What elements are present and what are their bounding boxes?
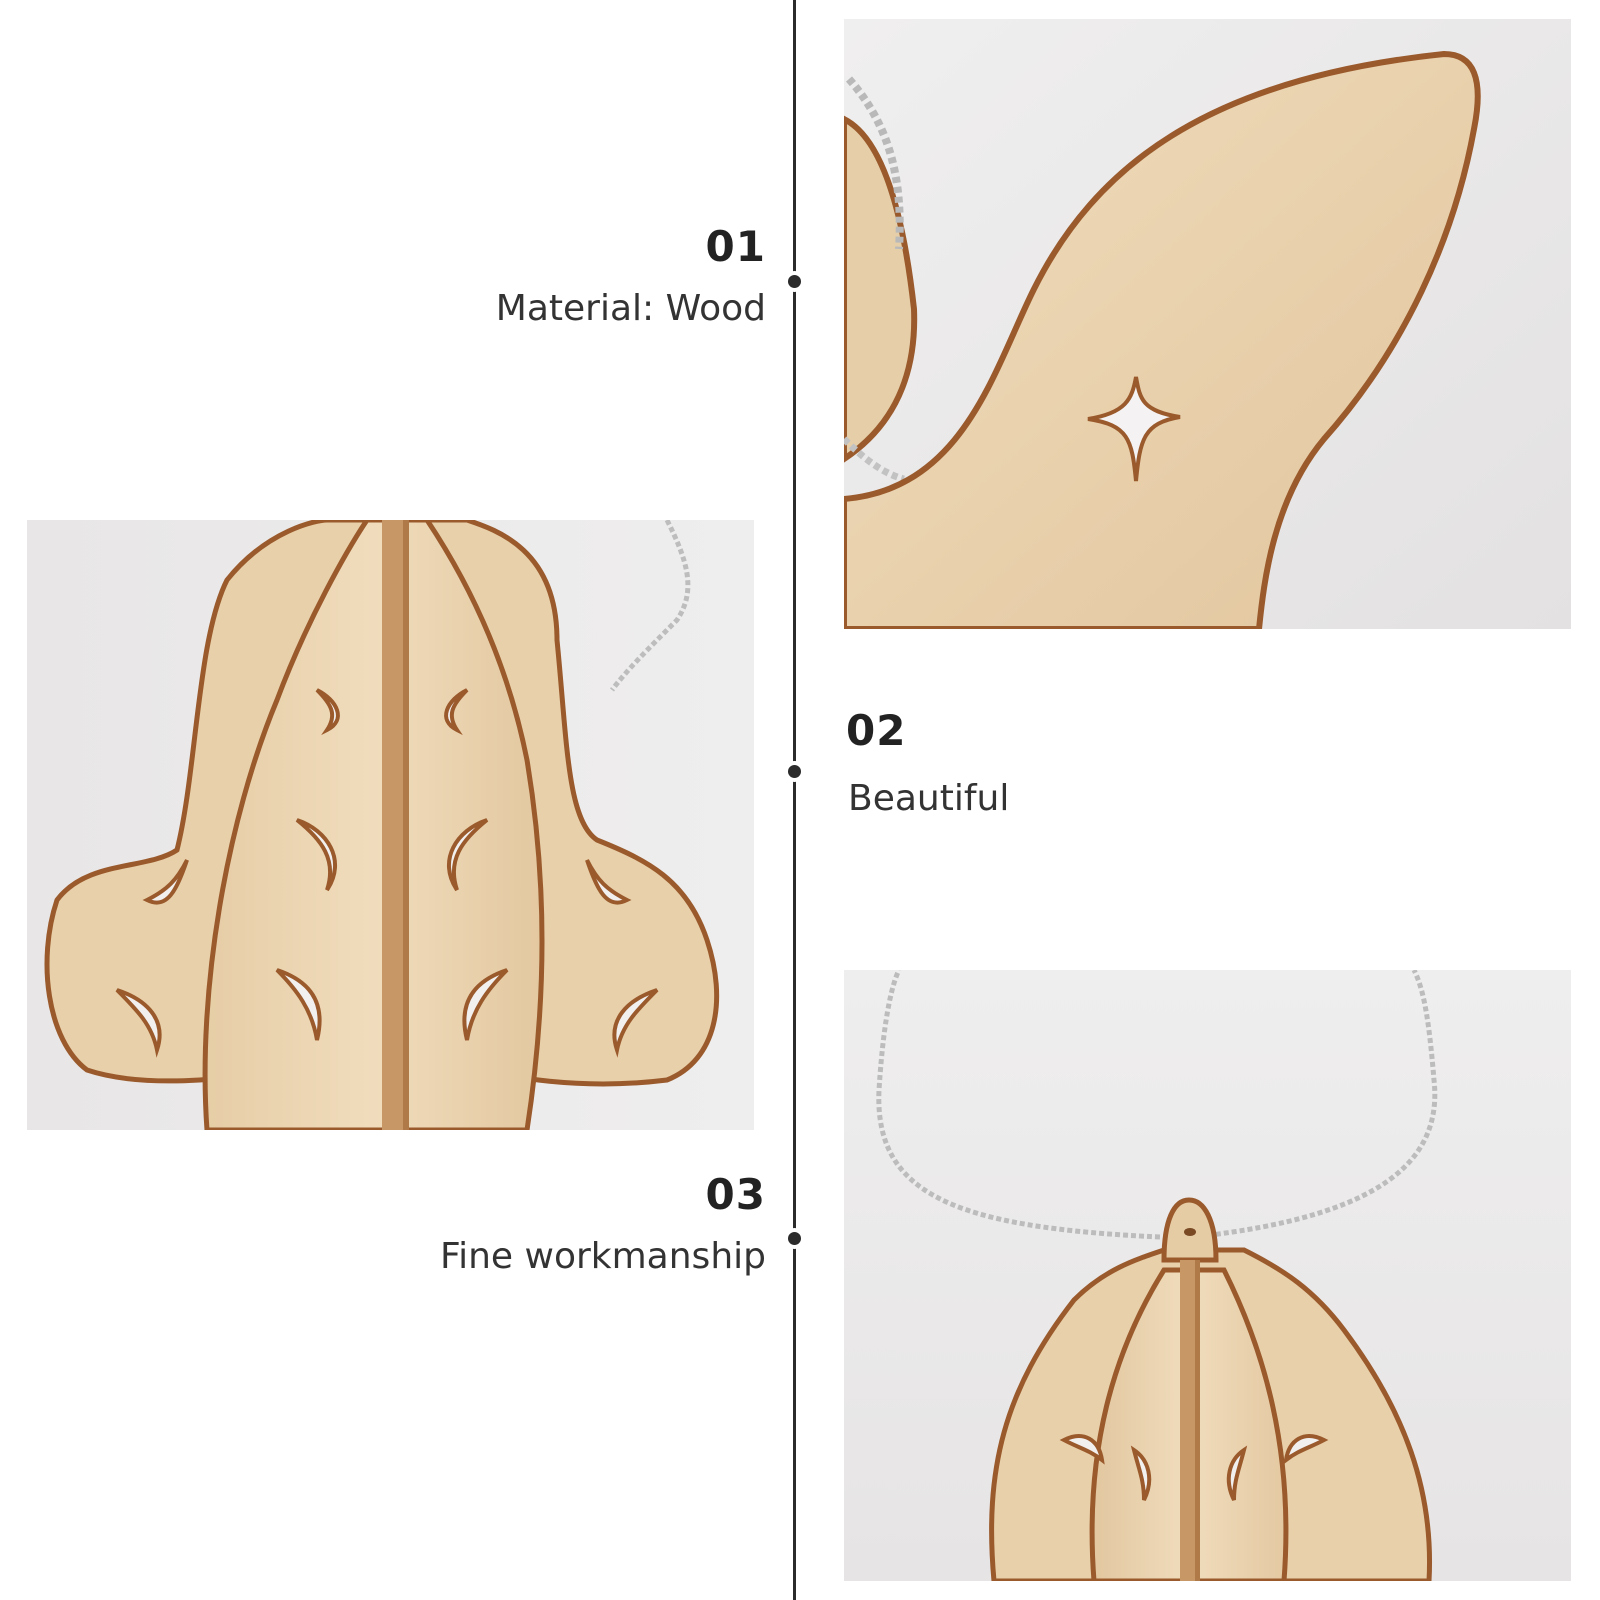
timeline-line [793, 0, 796, 1600]
timeline-dot-1 [784, 271, 805, 292]
step-3-label: Fine workmanship [440, 1236, 766, 1277]
timeline-dot-2 [784, 761, 805, 782]
wood-bell-closeup-photo [844, 19, 1571, 629]
wood-bell-with-string-photo [844, 970, 1571, 1581]
wood-bell-ornament-photo [27, 520, 754, 1130]
timeline-dot-3 [784, 1228, 805, 1249]
step-3-number: 03 [705, 1170, 766, 1219]
step-1-number: 01 [705, 222, 766, 271]
step-1-label: Material: Wood [495, 288, 766, 329]
step-2-number: 02 [846, 706, 907, 755]
step-2-label: Beautiful [848, 778, 1010, 819]
